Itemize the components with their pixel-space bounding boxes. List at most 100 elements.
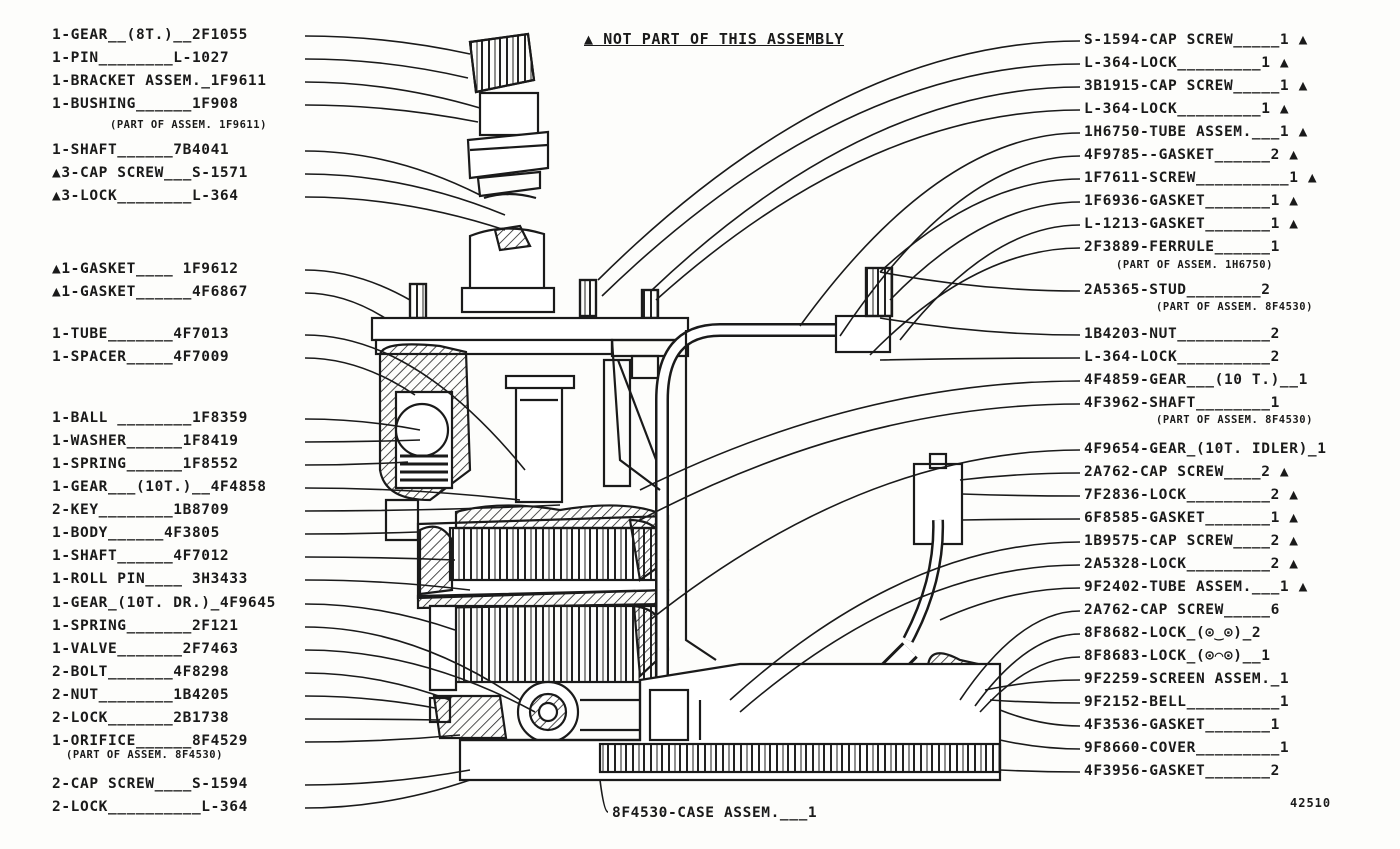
right-leader-line: [889, 201, 1081, 301]
right-part-label: 9F2259-SCREEN ASSEM._1: [1084, 671, 1290, 687]
left-leader-line: [304, 439, 421, 443]
not-part-of-assembly-note: ▲ NOT PART OF THIS ASSEMBLY: [584, 30, 845, 48]
right-leader-line: [959, 472, 1081, 481]
right-leader-line: [869, 247, 1081, 356]
left-part-label: 1-SPRING_______2F121: [52, 618, 239, 634]
leader-lines: [304, 35, 1081, 813]
left-leader-line: [304, 695, 436, 709]
right-leader-line: [655, 109, 1081, 301]
right-leader-line: [979, 656, 1081, 713]
right-leader-line: [961, 518, 1081, 521]
right-part-label: L-364-LOCK_________1 ▲: [1084, 101, 1290, 117]
right-leader-line: [639, 380, 1081, 491]
figure-number: 42510: [1290, 796, 1332, 810]
right-leader-line: [799, 132, 1081, 327]
left-leader-line: [304, 461, 409, 466]
right-part-label: 4F3962-SHAFT________1: [1084, 395, 1280, 411]
case-assembly-label: 8F4530-CASE ASSEM.___1: [612, 805, 818, 821]
left-part-label: 1-BALL ________1F8359: [52, 410, 248, 426]
right-leader-line: [879, 178, 1081, 273]
left-part-label: 2-BOLT_______4F8298: [52, 664, 230, 680]
left-leader-line: [304, 649, 536, 713]
left-leader-line: [304, 531, 419, 535]
left-leader-line: [304, 357, 416, 396]
right-part-label: 1B4203-NUT__________2: [1084, 326, 1280, 342]
left-part-label: 1-BODY______4F3805: [52, 525, 220, 541]
left-leader-line: [304, 779, 471, 809]
right-leader-line: [961, 493, 1081, 497]
left-leader-line: [304, 35, 471, 55]
right-part-label: L-1213-GASKET_______1 ▲: [1084, 216, 1299, 232]
right-part-label: 1H6750-TUBE ASSEM.___1 ▲: [1084, 124, 1308, 140]
shaft-7b4041: [460, 192, 556, 314]
left-part-label: 1-ROLL PIN____ 3H3433: [52, 571, 248, 587]
right-part-label: 4F4859-GEAR___(10 T.)__1: [1084, 372, 1308, 388]
left-part-label: 1-ORIFICE______8F4529: [52, 733, 248, 749]
right-leader-line: [974, 633, 1081, 707]
valve-orifice: [428, 680, 650, 744]
case-assembly: [458, 662, 1002, 782]
right-part-label: 8F8682-LOCK_(⊙‿⊙)_2: [1084, 625, 1262, 641]
left-part-label: 1-GEAR___(10T.)__4F4858: [52, 479, 267, 495]
gear-section: [384, 498, 670, 692]
right-part-label: 8F8683-LOCK_(⊙⌒⊙)__1: [1084, 648, 1271, 664]
right-leader-line: [959, 610, 1081, 701]
left-leader-line: [304, 718, 441, 721]
right-part-label: 2F3889-FERRULE______1: [1084, 239, 1280, 255]
left-leader-line: [304, 173, 506, 216]
right-leader-line: [597, 40, 1081, 281]
left-leader-line: [304, 603, 456, 631]
right-part-label: 4F9785--GASKET______2 ▲: [1084, 147, 1299, 163]
left-leader-line: [304, 150, 481, 196]
right-part-label: L-364-LOCK_________1 ▲: [1084, 55, 1290, 71]
right-part-label: 2A762-CAP SCREW____2 ▲: [1084, 464, 1290, 480]
right-part-label: 3B1915-CAP SCREW_____1 ▲: [1084, 78, 1308, 94]
top-plate: [370, 316, 690, 358]
left-part-label: 1-PIN________L-1027: [52, 50, 230, 66]
right-leader-line: [739, 564, 1081, 713]
left-part-label: ▲1-GASKET____ 1F9612: [52, 261, 239, 277]
right-part-sublabel: (PART OF ASSEM. 8F4530): [1156, 301, 1313, 313]
left-part-label: 2-CAP SCREW____S-1594: [52, 776, 248, 792]
left-leader-line: [304, 58, 469, 79]
left-part-label: ▲3-CAP SCREW___S-1571: [52, 165, 248, 181]
bottom-leader-line: [599, 779, 609, 813]
right-part-label: 7F2836-LOCK_________2 ▲: [1084, 487, 1299, 503]
left-leader-line: [304, 81, 481, 109]
drive-gear-8t: [468, 32, 536, 94]
right-leader-line: [839, 155, 1081, 337]
left-part-label: 1-SPRING______1F8552: [52, 456, 239, 472]
left-part-label: 1-SPACER_____4F7009: [52, 349, 230, 365]
right-leader-line: [879, 357, 1081, 361]
left-leader-line: [304, 418, 421, 431]
right-leader-line: [649, 449, 1081, 621]
left-part-label: ▲3-LOCK________L-364: [52, 188, 239, 204]
left-part-label: 2-KEY________1B8709: [52, 502, 230, 518]
left-leader-line: [304, 334, 526, 471]
left-part-label: 2-NUT________1B4205: [52, 687, 230, 703]
left-leader-line: [304, 196, 506, 231]
bracket-assembly: [466, 91, 550, 198]
left-part-label: 1-WASHER______1F8419: [52, 433, 239, 449]
left-leader-line: [304, 104, 479, 123]
right-part-sublabel: (PART OF ASSEM. 8F4530): [1156, 414, 1313, 426]
left-part-label: 1-TUBE_______4F7013: [52, 326, 230, 342]
right-leader-line: [651, 86, 1081, 291]
right-part-label: L-364-LOCK__________2: [1084, 349, 1280, 365]
left-leader-line: [304, 292, 386, 319]
left-leader-line: [304, 626, 521, 701]
right-leader-line: [989, 699, 1081, 704]
right-leader-line: [999, 739, 1081, 750]
oil-tube-1h6750: [610, 266, 894, 700]
right-leader-line: [879, 317, 1081, 336]
right-leader-line: [601, 63, 1081, 297]
right-part-label: 4F3536-GASKET_______1: [1084, 717, 1280, 733]
right-part-label: 1F6936-GASKET_______1 ▲: [1084, 193, 1299, 209]
right-part-label: 1F7611-SCREW__________1 ▲: [1084, 170, 1318, 186]
right-leader-line: [639, 403, 1081, 521]
right-leader-line: [729, 541, 1081, 701]
left-part-sublabel: (PART OF ASSEM. 1F9611): [110, 119, 267, 131]
center-shaft-4f7013: [504, 358, 662, 504]
